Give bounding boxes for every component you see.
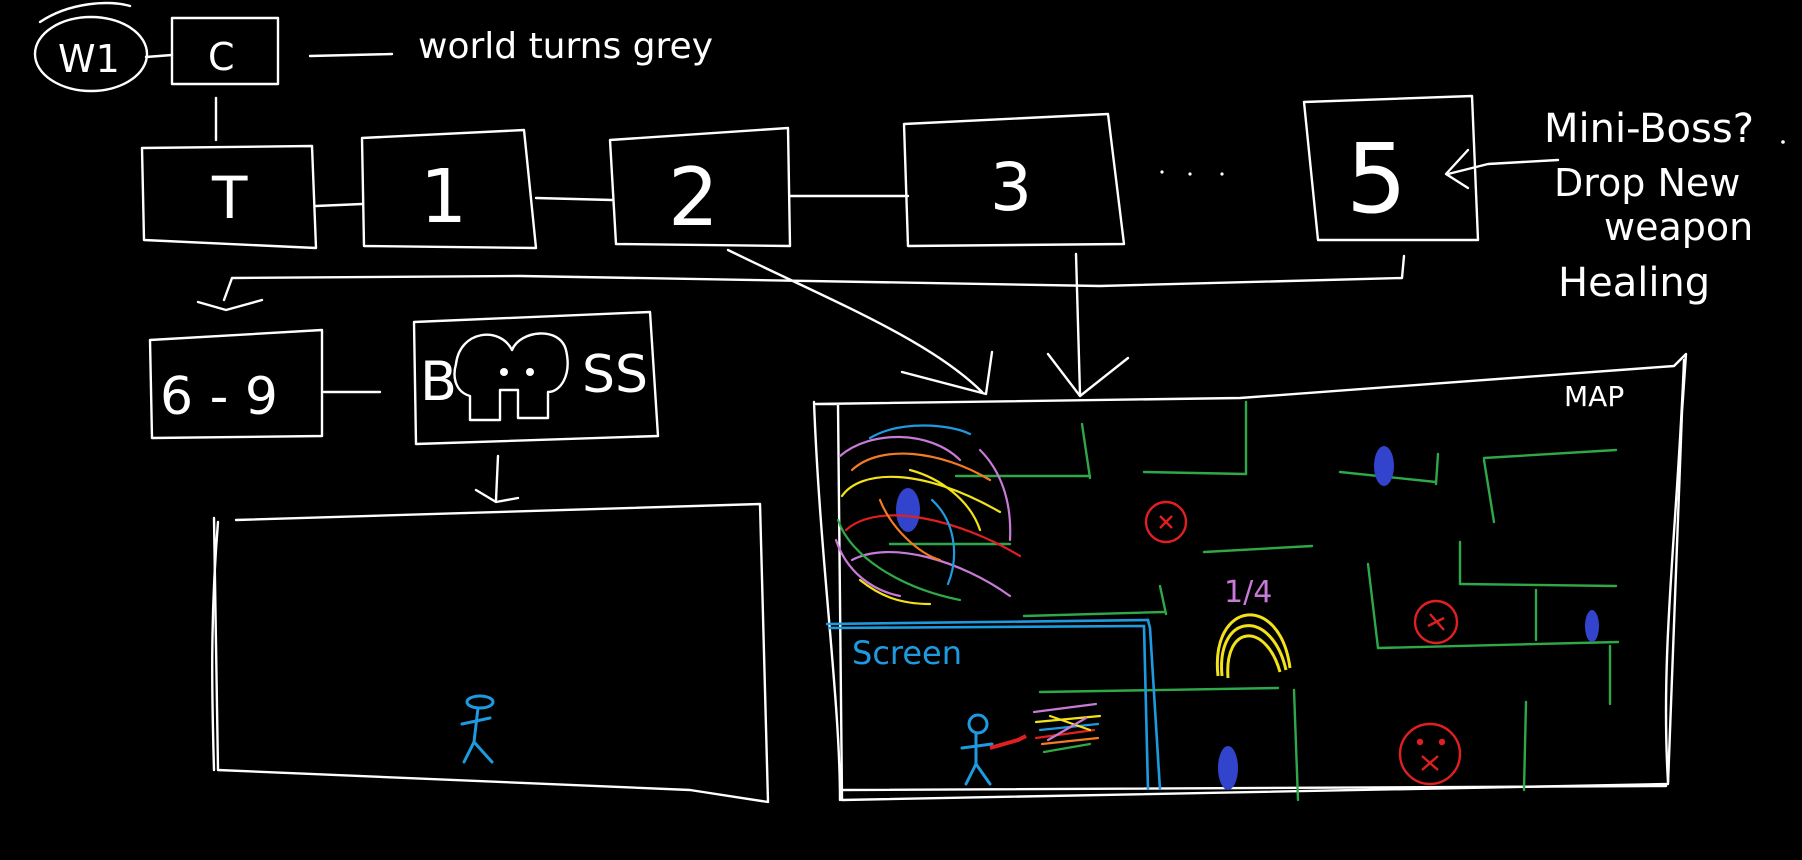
w1-node: W1 — [33, 1, 149, 93]
t-1-connector — [314, 202, 364, 208]
2-to-map-arrow — [726, 248, 984, 394]
1-2-connector — [534, 196, 614, 202]
node-5: 5 — [1302, 94, 1480, 242]
enemy-icon-1 — [1144, 500, 1188, 544]
range-label: 6 - 9 — [160, 367, 278, 427]
miniboss-note: Mini-Boss? Drop New weapon Healing — [1544, 106, 1785, 306]
boss-label-left: B — [420, 350, 457, 413]
node-2: 2 — [608, 126, 792, 248]
door-fraction-label: 1/4 — [1224, 575, 1272, 610]
boss-down-arrow — [494, 454, 500, 502]
w1-c-connector — [144, 53, 174, 59]
node-5-label: 5 — [1346, 123, 1407, 235]
3-to-map-arrow — [1074, 252, 1082, 396]
map-title: MAP — [1564, 380, 1624, 413]
w1-label: W1 — [58, 37, 120, 81]
ellipsis-dots — [1160, 170, 1224, 176]
screen-region — [825, 618, 1162, 791]
map-walls — [888, 400, 1620, 802]
range-node: 6 - 9 — [148, 328, 324, 440]
pickup-icon-3 — [1585, 610, 1599, 642]
t-node: T — [140, 144, 318, 250]
boss-node: B SS — [412, 310, 660, 446]
5-to-6-9-connector — [222, 254, 1406, 302]
boss-arena-screen — [211, 502, 770, 804]
miniboss-note-line-1: Mini-Boss? — [1544, 106, 1754, 152]
node-3-label: 3 — [990, 149, 1032, 226]
c-node: C — [170, 16, 280, 86]
miniboss-note-line-3: weapon — [1604, 205, 1753, 249]
skull-icon — [453, 332, 569, 422]
world-turns-grey-note: world turns grey — [418, 26, 713, 67]
pickup-icon-2 — [1374, 446, 1394, 486]
rainbow-swirl — [834, 424, 1022, 606]
map-frame: MAP — [812, 352, 1688, 802]
enemy-icon-2 — [1413, 599, 1459, 645]
gun-icon — [989, 734, 1027, 750]
enemy-icon-3 — [1398, 722, 1462, 786]
pickup-icon-4 — [1218, 746, 1238, 790]
boss-down-arrowhead — [474, 488, 520, 504]
t-label: T — [211, 164, 248, 232]
miniboss-arrow — [1444, 148, 1560, 190]
screen-label: Screen — [852, 634, 962, 672]
door-arch-icon — [1215, 613, 1292, 679]
miniboss-note-line-4: Healing — [1558, 260, 1710, 306]
node-3: 3 — [902, 112, 1126, 248]
6-9-arrowhead — [196, 298, 264, 312]
node-1-label: 1 — [420, 154, 467, 240]
3-to-map-arrowhead — [1046, 352, 1130, 398]
2-to-map-arrowhead — [900, 350, 994, 396]
bullet-spray — [1032, 702, 1102, 754]
boss-arena-player — [460, 694, 495, 764]
c-label: C — [208, 35, 235, 79]
c-note-dash — [308, 52, 394, 58]
miniboss-note-line-2: Drop New — [1554, 161, 1740, 205]
pickup-icon-1 — [896, 488, 920, 532]
node-2-label: 2 — [668, 151, 719, 244]
node-1: 1 — [360, 128, 538, 250]
pickup-icons — [896, 446, 1599, 790]
map-player — [960, 713, 994, 786]
boss-label-right: SS — [582, 345, 648, 405]
